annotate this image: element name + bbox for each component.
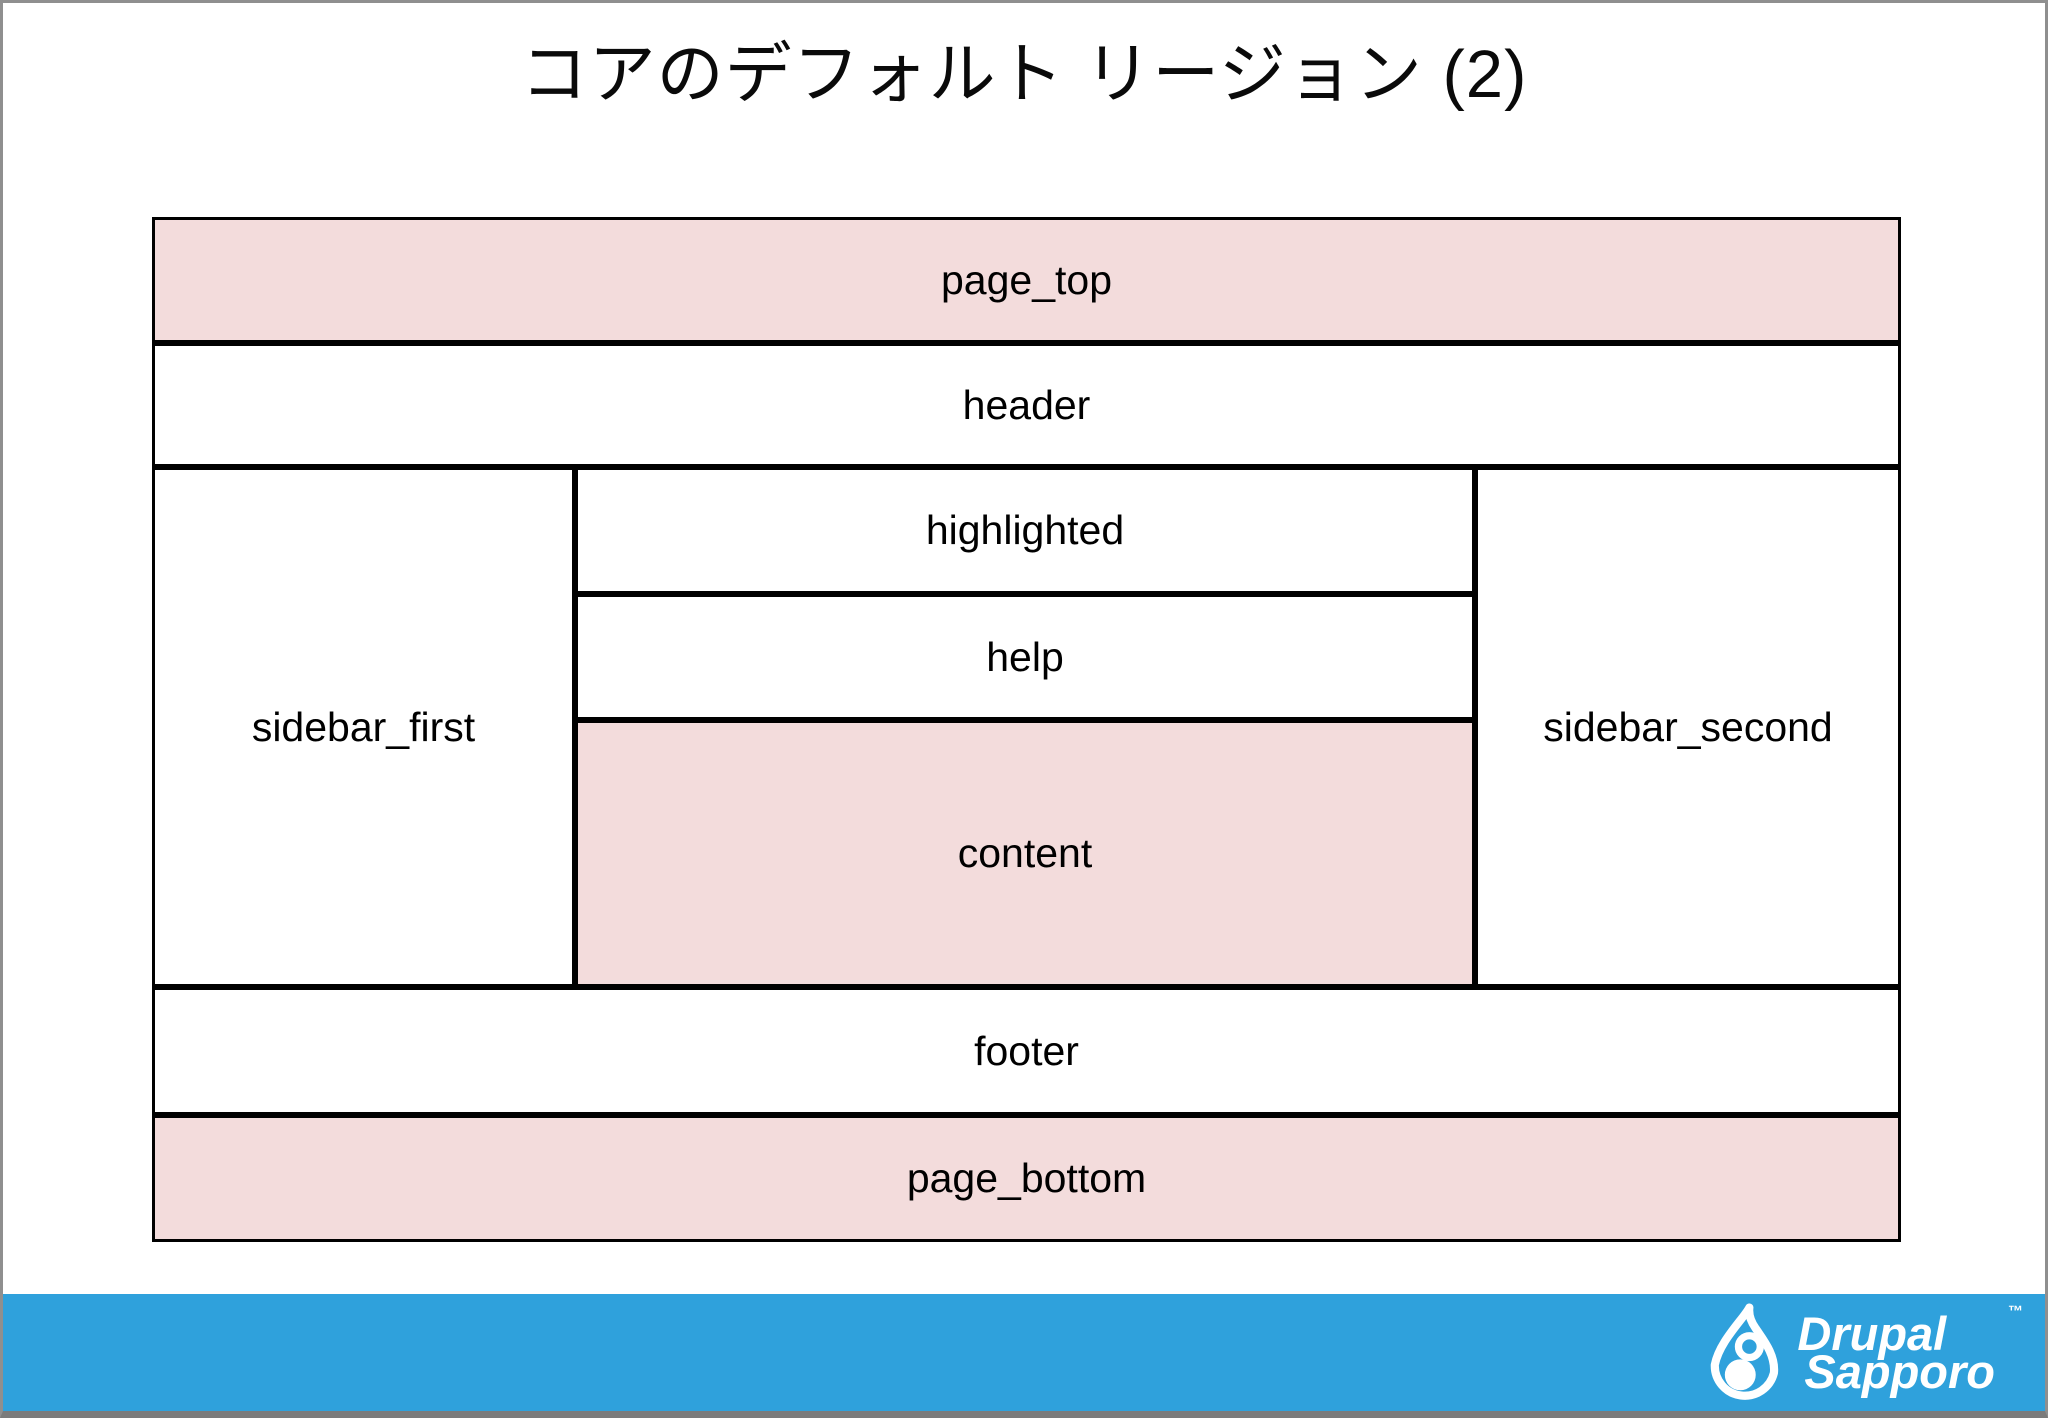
region-help: help bbox=[575, 594, 1475, 720]
region-header: header bbox=[152, 343, 1901, 467]
region-highlighted-label: highlighted bbox=[925, 507, 1125, 553]
diagram-center-column: highlighted help content bbox=[575, 467, 1475, 987]
drupal-sapporo-logo: Drupal Sapporo ™ bbox=[1697, 1302, 2023, 1403]
drupal-droplet-icon bbox=[1711, 1302, 1779, 1400]
region-sidebar-second-label: sidebar_second bbox=[1543, 703, 1833, 750]
region-highlighted: highlighted bbox=[575, 467, 1475, 594]
region-page-bottom: page_bottom bbox=[152, 1115, 1901, 1242]
region-header-label: header bbox=[962, 381, 1091, 428]
region-page-top: page_top bbox=[152, 217, 1901, 343]
trademark-symbol: ™ bbox=[2008, 1303, 2023, 1321]
brand-line2: Sapporo bbox=[1804, 1344, 1995, 1398]
region-sidebar-first-label: sidebar_first bbox=[251, 703, 476, 750]
diagram-middle-row: sidebar_first highlighted help content s… bbox=[152, 467, 1901, 987]
region-footer-label: footer bbox=[974, 1027, 1079, 1074]
region-help-label: help bbox=[986, 633, 1064, 680]
region-page-top-label: page_top bbox=[940, 256, 1112, 303]
region-content: content bbox=[575, 720, 1475, 987]
core-regions-diagram: page_top header sidebar_first highlighte… bbox=[152, 217, 1901, 1242]
footer-brand-bar: Drupal Sapporo ™ bbox=[3, 1294, 2045, 1411]
region-page-bottom-label: page_bottom bbox=[906, 1155, 1147, 1201]
region-sidebar-first: sidebar_first bbox=[152, 467, 575, 987]
region-content-label: content bbox=[957, 830, 1093, 876]
region-sidebar-second: sidebar_second bbox=[1475, 467, 1901, 987]
slide-title: コアのデフォルト リージョン (2) bbox=[520, 37, 1528, 112]
region-footer: footer bbox=[152, 987, 1901, 1115]
brand-wordmark: Drupal Sapporo ™ bbox=[1797, 1303, 2023, 1398]
brand-line1: Drupal bbox=[1797, 1307, 1947, 1361]
